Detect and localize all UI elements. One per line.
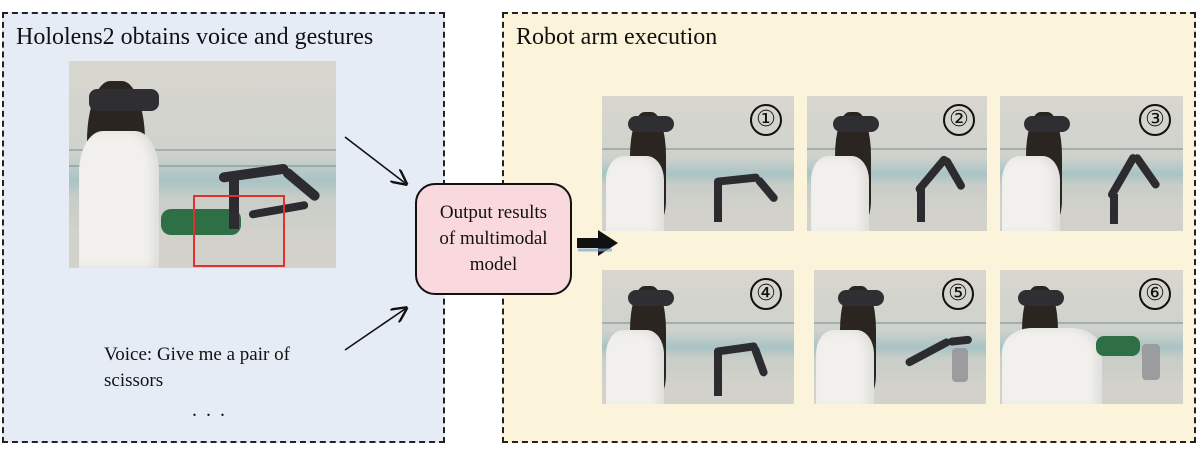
input-panel-title: Hololens2 obtains voice and gestures <box>16 24 374 50</box>
voice-command-text: Voice: Give me a pair of scissors <box>104 344 290 391</box>
input-panel: Hololens2 obtains voice and gestures Voi… <box>2 12 445 443</box>
gesture-highlight-box <box>193 195 285 267</box>
multimodal-output-label: Output results of multimodal model <box>439 202 548 275</box>
voice-to-model-arrow <box>344 309 405 351</box>
step-photo-4: ④ <box>602 270 794 404</box>
step-badge-6: ⑥ <box>1139 278 1171 310</box>
step-badge-3: ③ <box>1139 104 1171 136</box>
step-photo-3: ③ <box>1000 96 1183 231</box>
image-to-model-arrow <box>344 136 405 183</box>
step-badge-1: ① <box>750 104 782 136</box>
step-photo-5: ⑤ <box>814 270 986 404</box>
execution-panel-title: Robot arm execution <box>516 24 718 50</box>
model-to-robot-arrow <box>577 230 618 256</box>
step-badge-4: ④ <box>750 278 782 310</box>
step-photo-2: ② <box>807 96 987 231</box>
user-gesture-photo <box>69 61 336 268</box>
step-photo-6: ⑥ <box>1000 270 1183 404</box>
more-inputs-ellipsis: . . . <box>192 399 227 421</box>
step-badge-2: ② <box>943 104 975 136</box>
multimodal-output-box: Output results of multimodal model <box>415 183 572 295</box>
step-photo-1: ① <box>602 96 794 231</box>
step-badge-5: ⑤ <box>942 278 974 310</box>
